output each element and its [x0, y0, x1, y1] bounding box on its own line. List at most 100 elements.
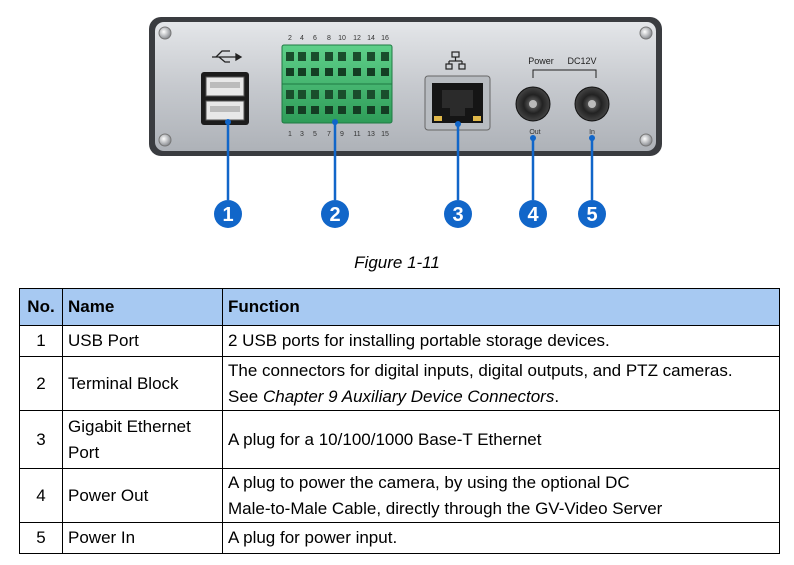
callout-number-1: 1 — [222, 204, 233, 226]
row-name: USB Port — [62, 325, 223, 357]
row-number: 4 — [19, 468, 63, 523]
terminal-wire-hole — [338, 68, 346, 76]
name-line: Gigabit Ethernet — [68, 416, 191, 436]
power-label: Power — [528, 56, 554, 66]
terminal-screw-slot — [338, 52, 346, 61]
terminal-wire-hole — [338, 106, 346, 114]
screw-icon — [639, 26, 653, 40]
network-icon — [445, 51, 466, 70]
pin-label: 5 — [313, 131, 317, 138]
pin-label: 1 — [288, 131, 292, 138]
terminal-screw-slot — [367, 90, 375, 99]
row-number: 5 — [19, 522, 63, 554]
terminal-wire-hole — [298, 106, 306, 114]
row-name: Power In — [62, 522, 223, 554]
screw-icon — [158, 133, 172, 147]
function-text: See — [228, 386, 263, 406]
terminal-screw-slot — [353, 52, 361, 61]
terminal-wire-hole — [325, 68, 333, 76]
callout-dots — [225, 119, 595, 141]
out-label: Out — [529, 129, 540, 136]
terminal-wire-hole — [381, 106, 389, 114]
terminal-screw-slot — [325, 52, 333, 61]
terminal-wire-hole — [311, 68, 319, 76]
pin-label: 6 — [313, 35, 317, 42]
terminal-screw-slot — [381, 90, 389, 99]
callout-number-2: 2 — [329, 204, 340, 226]
pin-label: 9 — [340, 131, 344, 138]
terminal-wire-hole — [353, 68, 361, 76]
in-label: In — [589, 129, 595, 136]
function-text: . — [554, 386, 560, 406]
callout-number-3: 3 — [452, 204, 463, 226]
terminal-wire-hole — [286, 106, 294, 114]
terminal-screw-slot — [311, 52, 319, 61]
callout-number-4: 4 — [527, 204, 539, 226]
function-line: The connectors for digital inputs, digit… — [228, 360, 733, 380]
row-function: The connectors for digital inputs, digit… — [222, 356, 780, 411]
terminal-screw-slot — [338, 90, 346, 99]
callout-circle-3 — [444, 200, 472, 228]
table-row: 1 USB Port 2 USB ports for installing po… — [19, 325, 780, 357]
terminal-wire-hole — [311, 106, 319, 114]
dc12v-label: DC12V — [567, 56, 596, 66]
device-rear-panel-figure: 2 4 6 8 10 12 14 16 1 3 5 7 9 11 13 15 — [149, 17, 662, 228]
terminal-top-pin-labels: 2 4 6 8 10 12 14 16 — [288, 35, 389, 42]
pin-label: 15 — [381, 131, 389, 138]
pin-label: 12 — [353, 35, 361, 42]
terminal-wire-hole — [381, 68, 389, 76]
header-name: Name — [62, 288, 223, 326]
terminal-screw-slot — [381, 52, 389, 61]
figure-caption: Figure 1-11 — [354, 253, 440, 272]
terminal-screw-slot — [311, 90, 319, 99]
pin-label: 14 — [367, 35, 375, 42]
row-name: Power Out — [62, 468, 223, 523]
terminal-screw-slot — [325, 90, 333, 99]
pin-label: 16 — [381, 35, 389, 42]
terminal-wire-hole — [353, 106, 361, 114]
terminal-screw-slot — [298, 52, 306, 61]
screw-icon — [639, 133, 653, 147]
function-line: See Chapter 9 Auxiliary Device Connector… — [228, 384, 774, 410]
callout-leader-lines — [226, 122, 594, 200]
pin-label: 11 — [353, 131, 360, 138]
pin-label: 10 — [338, 35, 346, 42]
ethernet-port — [424, 51, 491, 131]
pin-label: 13 — [367, 131, 375, 138]
row-number: 1 — [19, 325, 63, 357]
terminal-screw-slot — [367, 52, 375, 61]
function-line: Male-to-Male Cable, directly through the… — [228, 498, 663, 518]
function-line: A plug to power the camera, by using the… — [228, 472, 630, 492]
header-no: No. — [19, 288, 63, 326]
row-name: Gigabit Ethernet Port — [62, 410, 223, 469]
callout-markers: 1 2 3 4 5 — [214, 200, 606, 228]
table-header-row: No. Name Function — [19, 288, 780, 326]
row-function: A plug for a 10/100/1000 Base-T Ethernet — [222, 410, 780, 469]
chapter-reference: Chapter 9 Auxiliary Device Connectors — [262, 386, 555, 406]
terminal-wire-hole — [298, 68, 306, 76]
usb-trident-icon — [212, 50, 243, 63]
connector-spec-table: No. Name Function 1 USB Port 2 USB ports… — [19, 288, 780, 554]
terminal-wire-hole — [325, 106, 333, 114]
callout-circle-5 — [578, 200, 606, 228]
screw-icon — [158, 26, 172, 40]
power-connectors: Power DC12V Out In — [515, 56, 610, 136]
pin-label: 4 — [300, 35, 304, 42]
pin-label: 7 — [327, 131, 331, 138]
row-function: A plug to power the camera, by using the… — [222, 468, 780, 523]
terminal-wire-hole — [286, 68, 294, 76]
link-led — [434, 116, 442, 121]
terminal-screw-slot — [286, 52, 294, 61]
name-line: Port — [68, 442, 100, 462]
callout-circle-1 — [214, 200, 242, 228]
terminal-wire-hole — [367, 68, 375, 76]
row-function: 2 USB ports for installing portable stor… — [222, 325, 780, 357]
header-function: Function — [222, 288, 780, 326]
terminal-bottom-pin-labels: 1 3 5 7 9 11 13 15 — [288, 131, 389, 138]
row-function: A plug for power input. — [222, 522, 780, 554]
callout-circle-2 — [321, 200, 349, 228]
row-number: 2 — [19, 356, 63, 411]
row-number: 3 — [19, 410, 63, 469]
table-row: 2 Terminal Block The connectors for digi… — [19, 356, 780, 411]
terminal-screw-slot — [353, 90, 361, 99]
